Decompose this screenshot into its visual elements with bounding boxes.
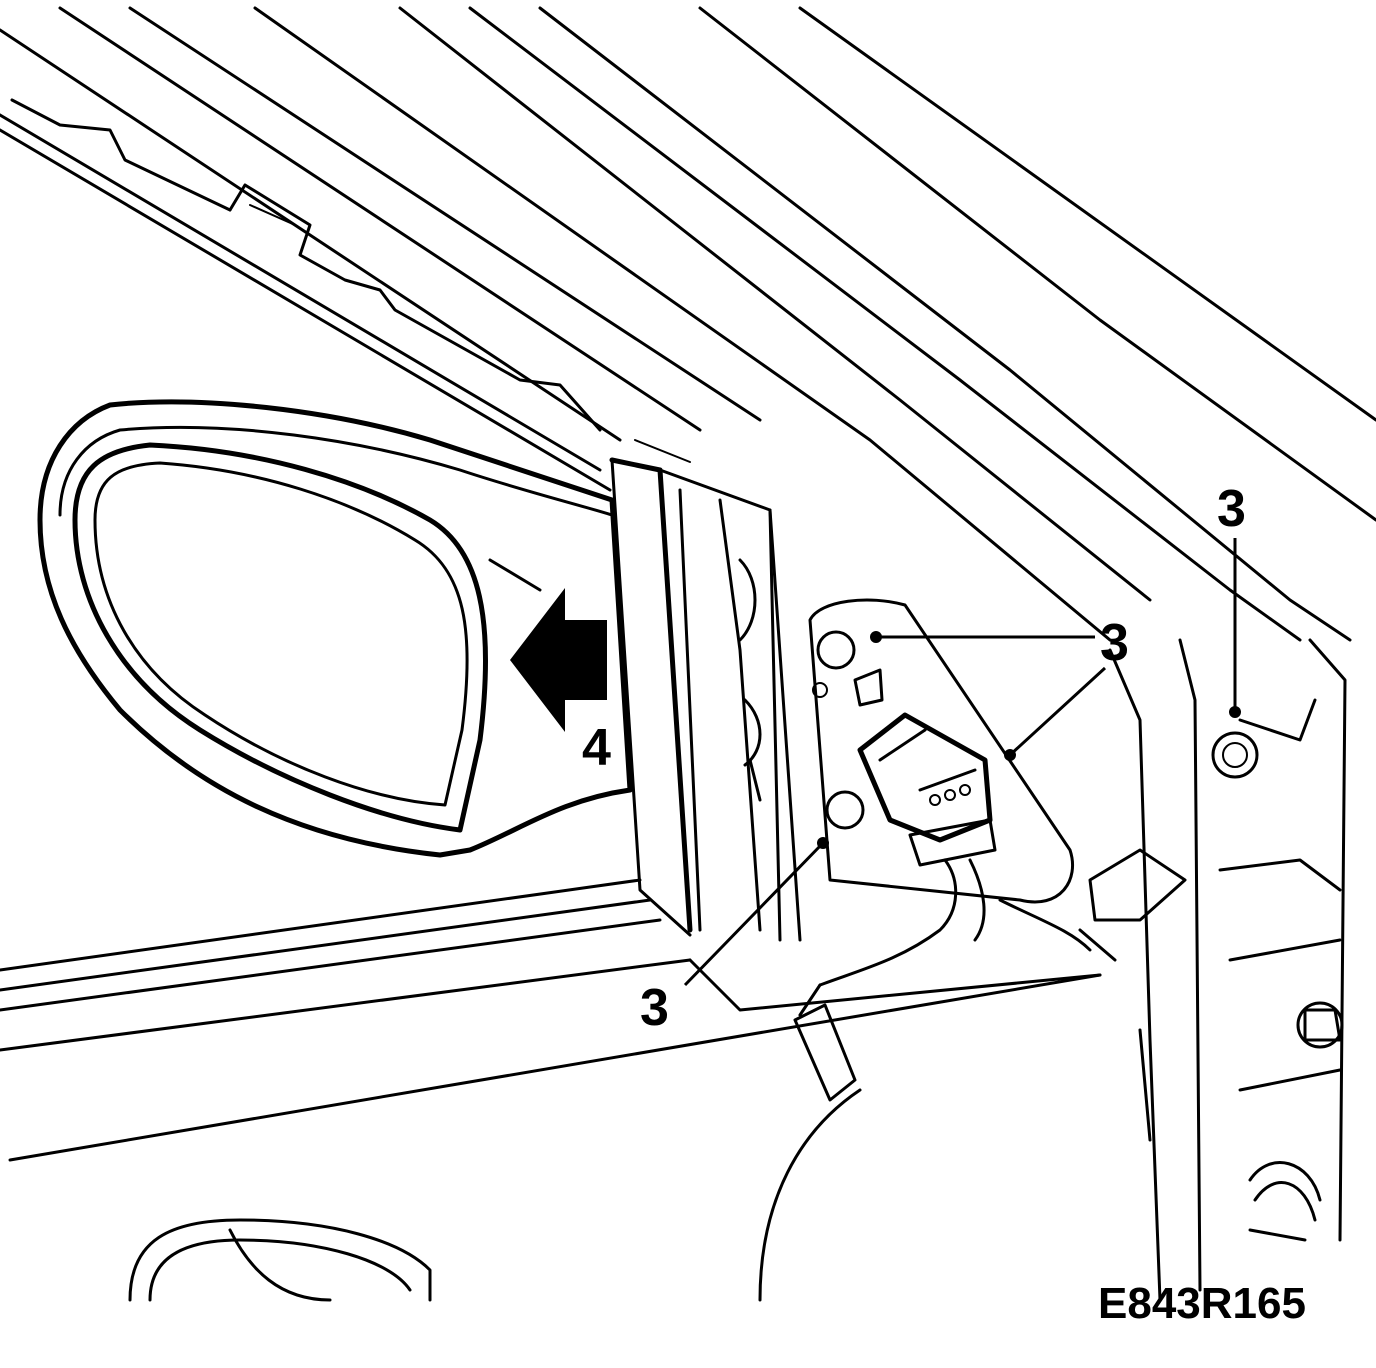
door-frame-rails xyxy=(0,6,1376,642)
door-inner-structure xyxy=(1108,638,1347,1302)
callout-4-arrow: 4 xyxy=(582,719,611,777)
wiring-connector xyxy=(793,712,1187,1102)
mirror-housing xyxy=(37,399,633,858)
fastener-lower-dot xyxy=(817,837,829,849)
fastener-right-dot xyxy=(1229,706,1241,718)
callout-3-lower: 3 xyxy=(640,979,669,1037)
mirror-mount-post xyxy=(609,457,802,942)
fastener-upper-dot xyxy=(870,631,882,643)
callout-leaders xyxy=(683,538,1241,987)
figure-id: E843R165 xyxy=(1098,1279,1306,1328)
removal-arrow-icon xyxy=(510,588,607,732)
door-beltline xyxy=(0,878,1102,1162)
callout-3-right: 3 xyxy=(1217,480,1246,538)
callout-3-upper: 3 xyxy=(1100,614,1129,672)
fastener-middle-dot xyxy=(1004,749,1016,761)
mounting-plate xyxy=(808,598,1259,904)
door-lower-panel xyxy=(128,1088,862,1302)
